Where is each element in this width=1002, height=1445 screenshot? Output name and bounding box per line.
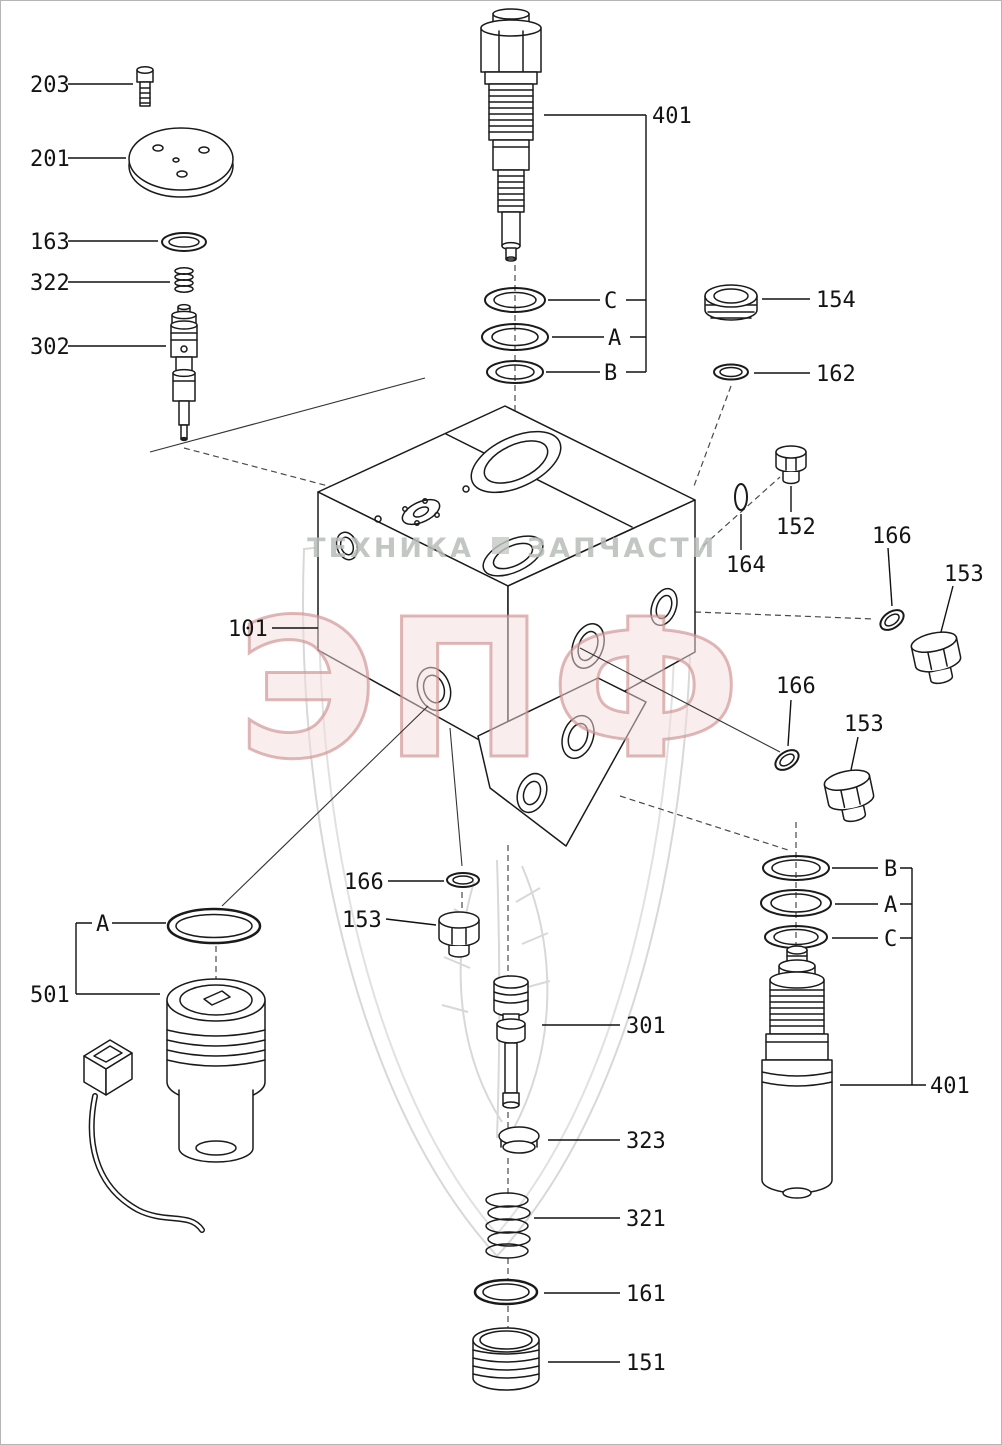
oring-166-lower-right bbox=[774, 749, 800, 771]
callout-164: 164 bbox=[726, 553, 766, 578]
callouts: 203 201 163 322 302 401 C A B 154 162 15… bbox=[30, 73, 984, 1376]
seal-rings-top bbox=[481, 287, 549, 384]
relief-valve-401-bottom bbox=[761, 945, 833, 1199]
callout-163: 163 bbox=[30, 230, 70, 255]
callout-161: 161 bbox=[626, 1282, 666, 1307]
pointer-lines bbox=[149, 377, 781, 907]
oring-162 bbox=[713, 363, 749, 381]
callout-154: 154 bbox=[816, 288, 856, 313]
watermark-band-left: ТЕХНИКА bbox=[307, 533, 474, 564]
seal-rings-bottom bbox=[760, 855, 832, 949]
callout-323: 323 bbox=[626, 1129, 666, 1154]
relief-valve-401-top bbox=[480, 8, 542, 262]
callout-203: 203 bbox=[30, 73, 70, 98]
parts bbox=[83, 8, 962, 1391]
cap-323 bbox=[498, 1126, 540, 1154]
callout-301: 301 bbox=[626, 1014, 666, 1039]
bolt-203 bbox=[136, 66, 154, 107]
valve-302 bbox=[170, 303, 198, 442]
callout-166-upper-right: 166 bbox=[872, 524, 912, 549]
plug-152 bbox=[775, 445, 807, 485]
callout-166-center: 166 bbox=[344, 870, 384, 895]
oring-161 bbox=[473, 1278, 539, 1306]
callout-162: 162 bbox=[816, 362, 856, 387]
plug-153-upper-right bbox=[910, 631, 962, 685]
callout-ring-a-top: A bbox=[608, 326, 621, 351]
callout-ring-b-bottom: B bbox=[884, 857, 897, 882]
callout-501: 501 bbox=[30, 983, 70, 1008]
callout-322: 322 bbox=[30, 271, 70, 296]
callout-153-upper-right: 153 bbox=[944, 562, 984, 587]
callout-201: 201 bbox=[30, 147, 70, 172]
callout-101: 101 bbox=[228, 617, 268, 642]
callout-153-lower-right: 153 bbox=[844, 712, 884, 737]
oring-166-center bbox=[446, 872, 480, 888]
callout-153-center: 153 bbox=[342, 908, 382, 933]
callout-151: 151 bbox=[626, 1351, 666, 1376]
solenoid-501 bbox=[83, 978, 266, 1233]
watermark-band-right: ЗАПЧАСТИ bbox=[527, 533, 717, 564]
watermark-band-separator bbox=[492, 537, 509, 554]
watermark-logo-text: ЭПФ bbox=[237, 579, 747, 802]
plug-151 bbox=[472, 1327, 540, 1391]
oring-166-upper-right bbox=[879, 609, 905, 631]
oring-163 bbox=[161, 232, 207, 252]
spring-321 bbox=[485, 1192, 531, 1259]
plug-153-lower-right bbox=[823, 769, 875, 823]
callout-401-bottom: 401 bbox=[930, 1074, 970, 1099]
plug-154 bbox=[704, 284, 758, 321]
callout-ring-b-top: B bbox=[604, 361, 617, 386]
snap-ring-164 bbox=[734, 483, 748, 511]
callout-ring-a-bottom: A bbox=[884, 893, 897, 918]
plate-201 bbox=[128, 127, 234, 198]
spool-301 bbox=[493, 975, 529, 1109]
valve-body-101 bbox=[317, 405, 696, 847]
callout-ring-c-top: C bbox=[604, 289, 617, 314]
callout-321: 321 bbox=[626, 1207, 666, 1232]
callout-166-lower-right: 166 bbox=[776, 674, 816, 699]
oring-a-left bbox=[166, 907, 262, 945]
callout-a-left: A bbox=[96, 912, 109, 937]
callout-152: 152 bbox=[776, 515, 816, 540]
plug-153-center bbox=[438, 911, 480, 958]
callout-401-top: 401 bbox=[652, 104, 692, 129]
leader-lines bbox=[68, 83, 954, 1363]
spring-322 bbox=[174, 267, 194, 293]
callout-302: 302 bbox=[30, 335, 70, 360]
callout-ring-c-bottom: C bbox=[884, 927, 897, 952]
